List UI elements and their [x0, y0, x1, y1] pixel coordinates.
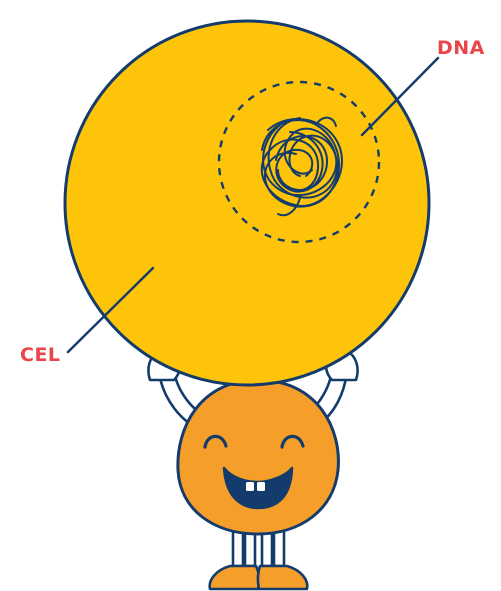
tooth-left — [246, 482, 254, 491]
right-foot — [258, 566, 307, 589]
character-feet — [210, 566, 308, 589]
tooth-right — [257, 482, 265, 491]
dna-label: DNA — [437, 39, 485, 58]
cel-label: CEL — [20, 346, 61, 365]
character-head-body — [178, 380, 339, 534]
left-foot — [210, 566, 259, 589]
cell-circle — [65, 21, 429, 385]
character-body — [178, 380, 339, 534]
